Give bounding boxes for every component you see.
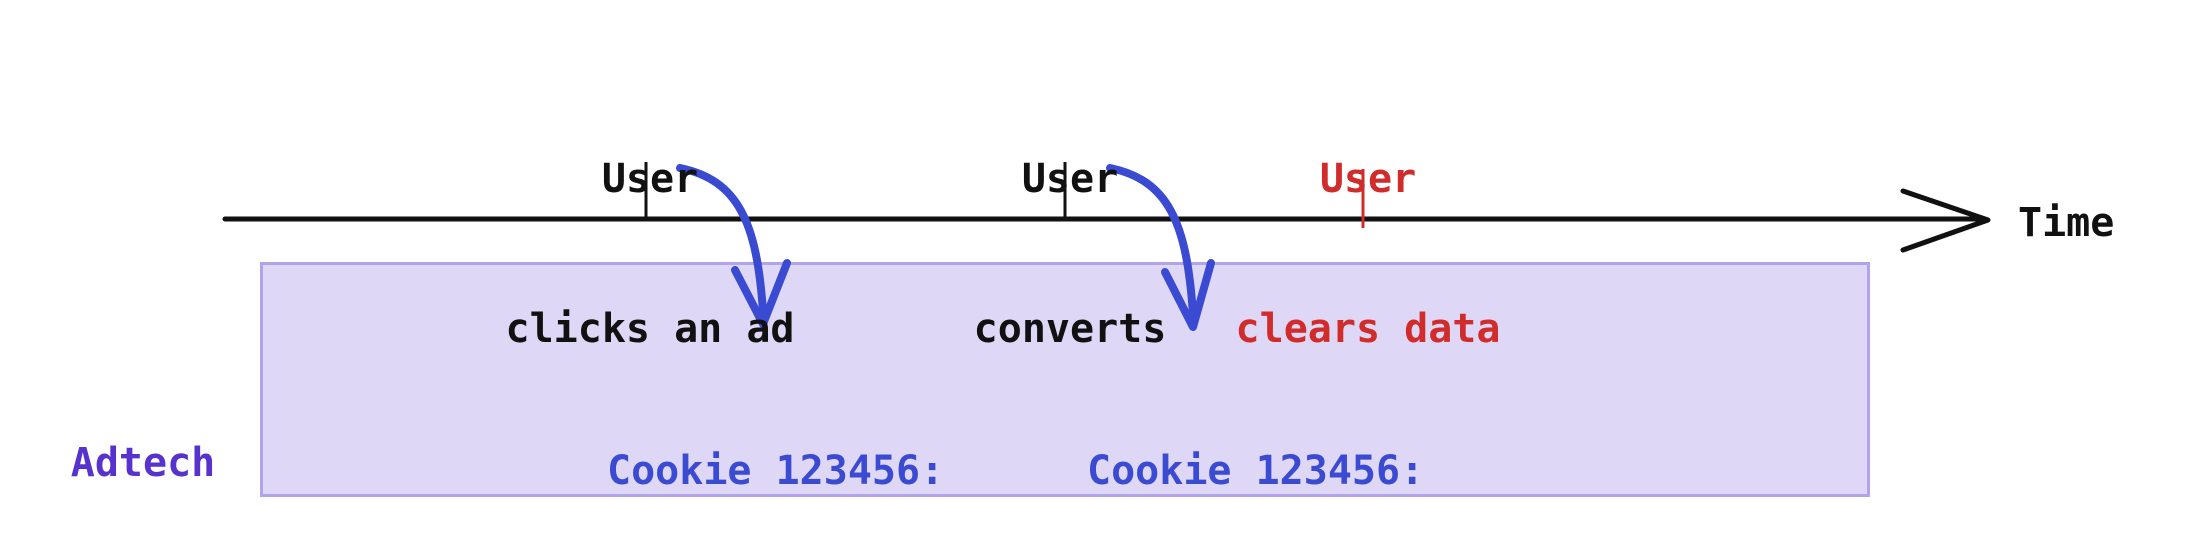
event-label-line: converts	[973, 306, 1167, 352]
arrow-ad-click-to-cookie	[676, 164, 791, 328]
cookie-record-line: Cookie 123456:	[607, 448, 945, 494]
event-label-user-converts: User converts	[850, 54, 1290, 454]
event-label-user-clears-data: User clears data	[1148, 54, 1588, 454]
adtech-server-box	[260, 262, 1870, 497]
adtech-server-label-line: Adtech	[70, 440, 216, 486]
cookie-record-line: Cookie 123456:	[1087, 448, 1425, 494]
arrow-conversion-to-cookie	[1106, 164, 1215, 331]
time-axis-label: Time	[2018, 200, 2115, 246]
event-label-line: User	[601, 156, 699, 202]
time-axis-arrowhead	[1900, 188, 1991, 253]
adtech-server-label: Adtech server	[33, 328, 253, 534]
event-label-line: clicks an ad	[505, 306, 795, 352]
cookie-record-converted: Cookie 123456: Converted	[1087, 346, 1424, 534]
event-label-line: User	[1319, 156, 1417, 202]
cookie-record-ad-clicked: Cookie 123456: Ad clicked	[607, 346, 944, 534]
event-label-user-clicks-ad: User clicks an ad	[430, 54, 870, 454]
event-label-line: clears data	[1235, 306, 1501, 352]
event-label-line: User	[1021, 156, 1119, 202]
